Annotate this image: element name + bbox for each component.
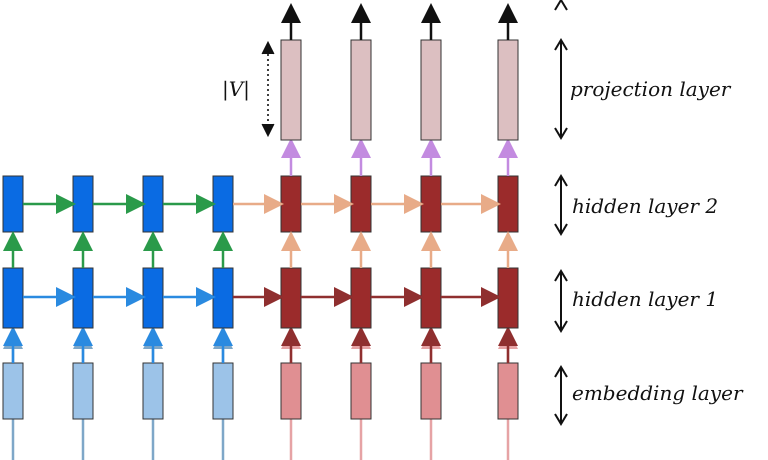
top-bracket-head [554, 0, 568, 11]
encoder-embedding-box [72, 362, 94, 420]
embedding-layer-bracket-head-top [554, 365, 568, 378]
encoder-hidden2-box [142, 175, 164, 233]
decoder-embedding-box [280, 362, 302, 420]
encoder-embedding-box [142, 362, 164, 420]
encoder-hidden1-box [72, 267, 94, 329]
vocab-size-label: |V| [222, 77, 250, 102]
projection-layer-bracket-head-top [554, 38, 568, 51]
hidden-layer-1-bracket-head-top [554, 269, 568, 282]
decoder-hidden1-box [280, 267, 302, 329]
embedding-layer-bracket-head-bottom [554, 413, 568, 426]
decoder-embedding-box [420, 362, 442, 420]
encoder-hidden1-box [142, 267, 164, 329]
hidden-layer-2-bracket-head-bottom [554, 223, 568, 236]
decoder-hidden1-box [497, 267, 519, 329]
encoder-hidden2-box [2, 175, 24, 233]
projection-layer-label: projection layer [570, 77, 732, 101]
encoder-hidden2-box [72, 175, 94, 233]
decoder-hidden1-box [420, 267, 442, 329]
encoder-hidden2-box [212, 175, 234, 233]
projection-layer-bracket-head-bottom [554, 127, 568, 140]
projection-box [350, 39, 372, 141]
encoder-hidden1-box [212, 267, 234, 329]
projection-box [420, 39, 442, 141]
projection-box [280, 39, 302, 141]
vocab-size-bracket-head-bottom [261, 123, 275, 138]
decoder-hidden2-box [497, 175, 519, 233]
hidden-layer-2-bracket-head-top [554, 174, 568, 187]
decoder-embedding-box [350, 362, 372, 420]
encoder-embedding-box [2, 362, 24, 420]
decoder-embedding-box [497, 362, 519, 420]
hidden-layer-2-label: hidden layer 2 [572, 194, 718, 218]
embedding-layer-label: embedding layer [572, 381, 744, 405]
encoder-hidden1-box [2, 267, 24, 329]
encoder-embedding-box [212, 362, 234, 420]
decoder-hidden1-box [350, 267, 372, 329]
hidden-layer-1-label: hidden layer 1 [572, 287, 718, 311]
decoder-hidden2-box [420, 175, 442, 233]
decoder-hidden2-box [280, 175, 302, 233]
decoder-hidden2-box [350, 175, 372, 233]
projection-box [497, 39, 519, 141]
vocab-size-bracket-head-top [261, 40, 275, 55]
hidden-layer-1-bracket-head-bottom [554, 320, 568, 333]
